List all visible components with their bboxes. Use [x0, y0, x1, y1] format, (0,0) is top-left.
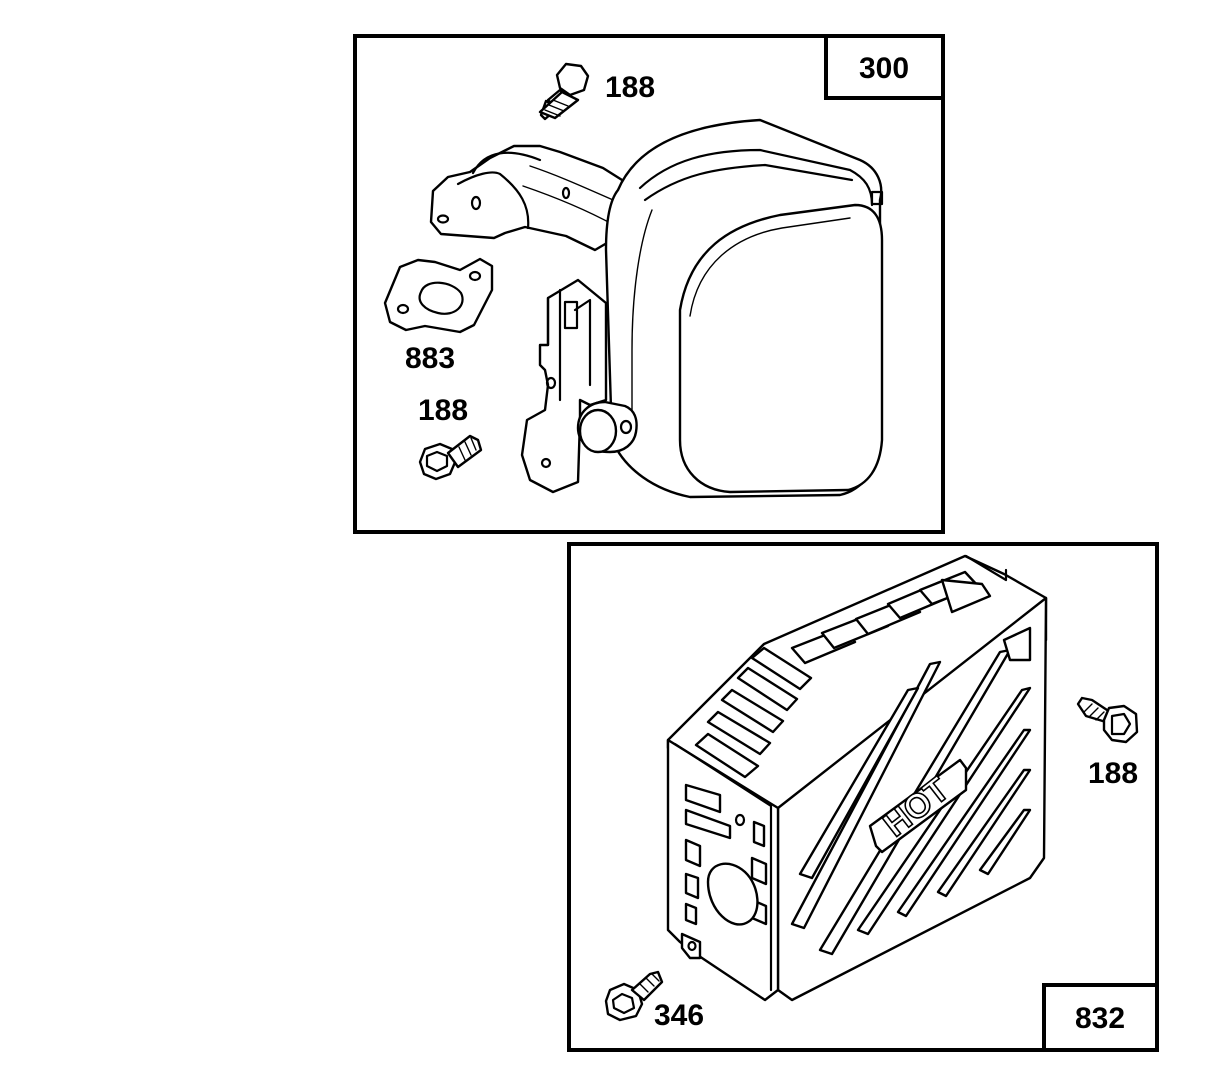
muffler-guard: HOT — [666, 554, 1048, 1002]
exhaust-pipe — [429, 144, 632, 252]
gasket-icon — [383, 257, 494, 334]
guard-ref-box — [1042, 983, 1159, 1052]
guard-panel: 832 — [567, 542, 1159, 1052]
guard-panel-frame — [567, 542, 1159, 1052]
outlet-boss — [576, 400, 638, 454]
guard-side-bolt-callout: 188 — [1088, 757, 1138, 790]
muffler-panel: 300 188 883 — [353, 34, 945, 534]
lower-bolt-callout: 188 — [418, 394, 468, 427]
guard-ref-number: 832 — [1075, 1002, 1125, 1035]
top-bolt-icon — [538, 62, 590, 121]
muffler-ref-number: 300 — [859, 52, 909, 85]
top-bolt-callout: 188 — [605, 71, 655, 104]
muffler-body — [604, 118, 884, 499]
guard-lower-bolt-callout: 346 — [654, 999, 704, 1032]
guard-side-bolt-icon — [1076, 696, 1139, 744]
guard-lower-bolt-icon — [604, 970, 664, 1022]
lower-bolt-icon — [418, 434, 483, 481]
muffler-bracket — [520, 278, 608, 494]
muffler-panel-frame — [353, 34, 945, 534]
muffler-ref-box — [824, 34, 945, 100]
gasket-callout: 883 — [405, 342, 455, 375]
